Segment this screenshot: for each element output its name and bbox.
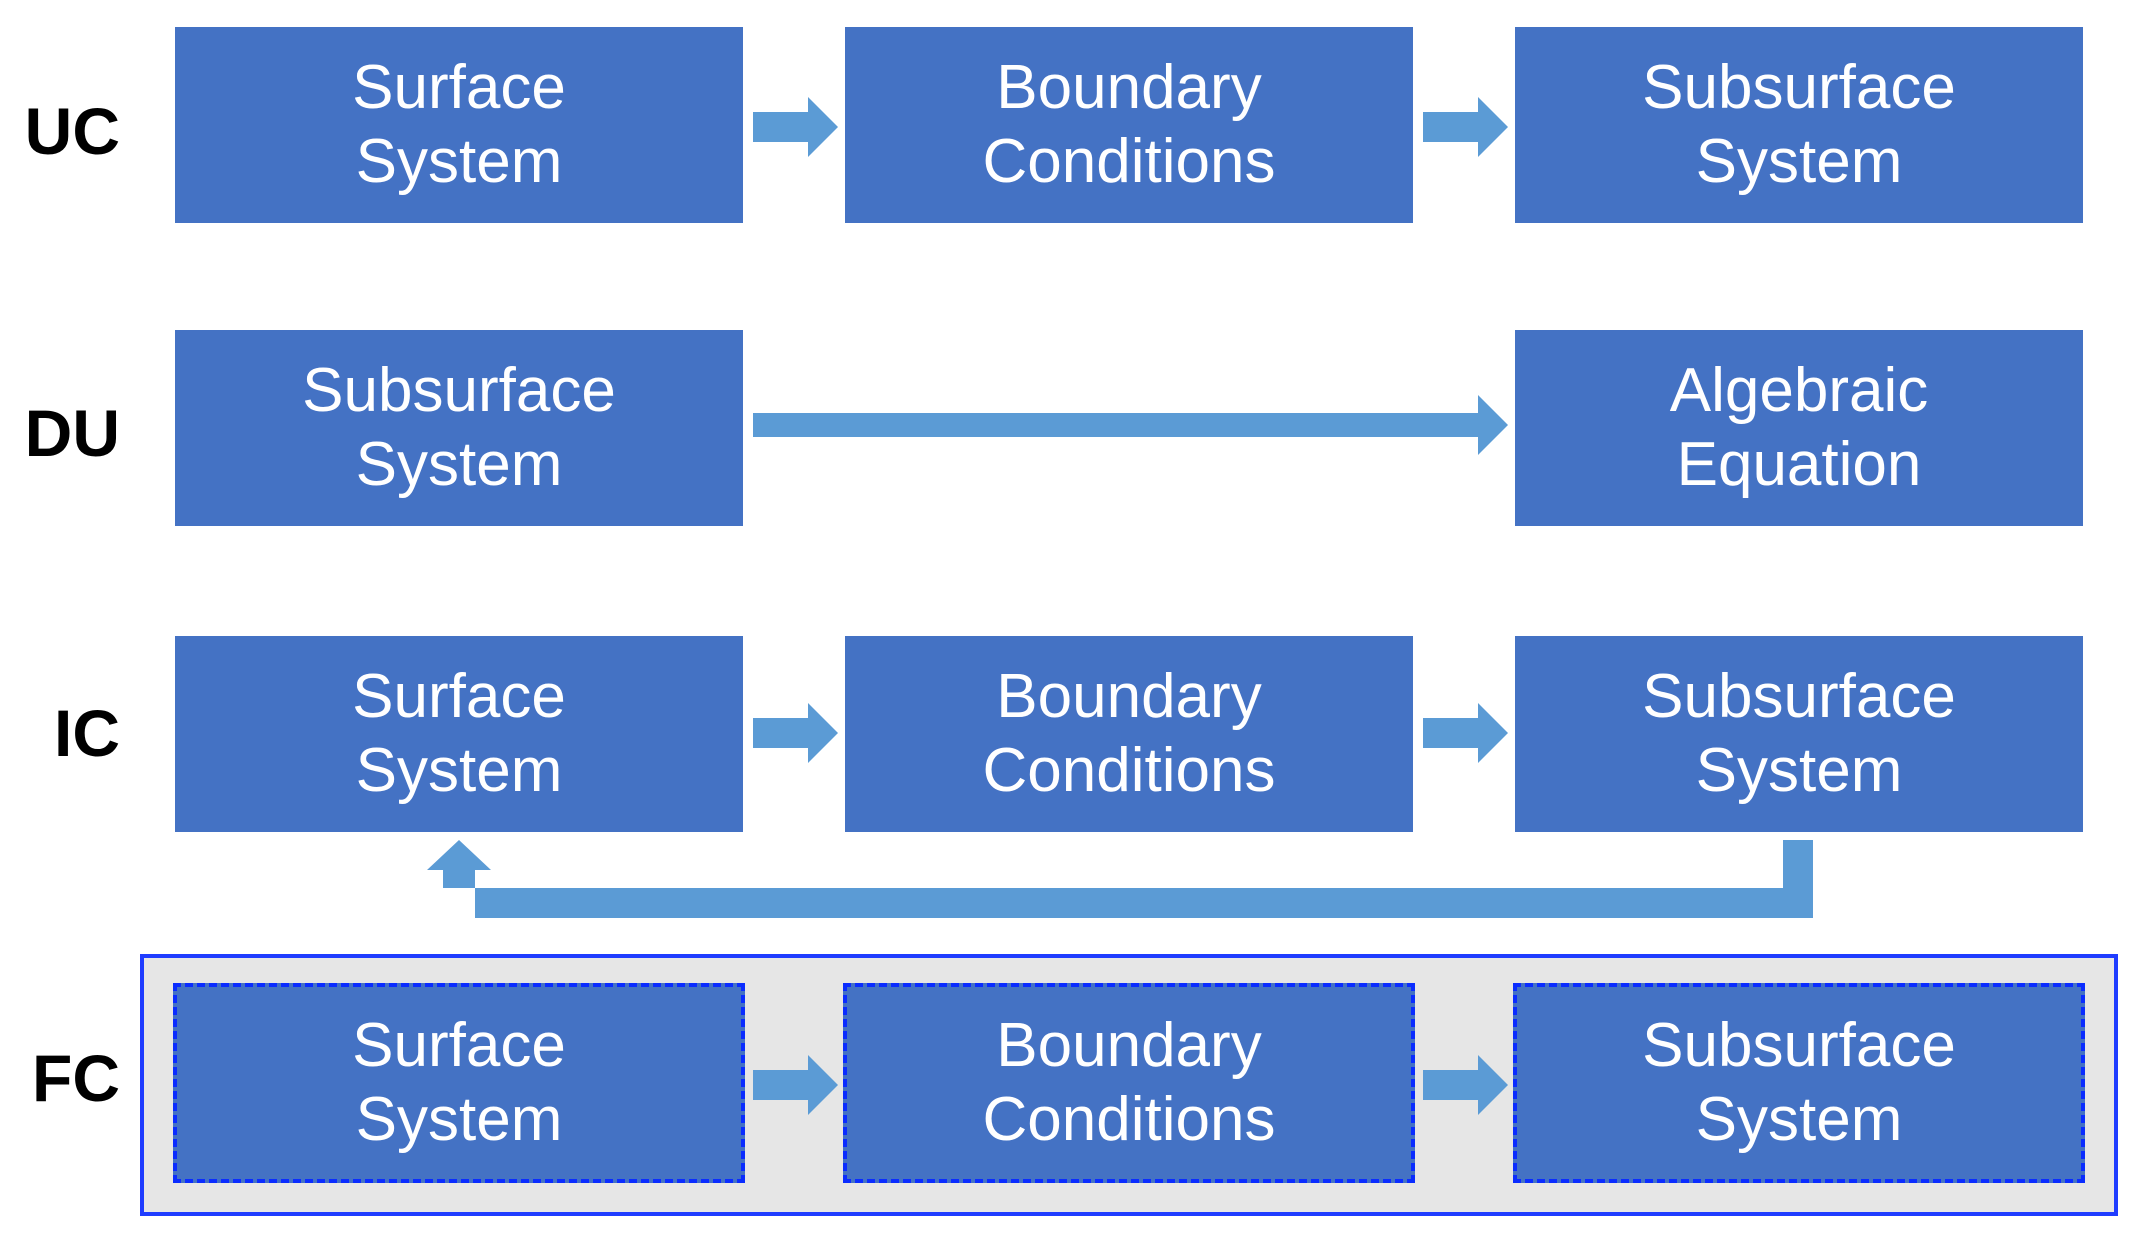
row-label-uc: UC bbox=[24, 94, 120, 168]
uc-arrow-2 bbox=[1423, 97, 1508, 157]
uc-subsurface-system-box: Subsurface System bbox=[1515, 27, 2083, 223]
fc-arrow-2 bbox=[1423, 1055, 1508, 1115]
box-line-1: Boundary bbox=[996, 662, 1262, 731]
box-line-2: System bbox=[355, 736, 563, 805]
box-line-1: Subsurface bbox=[1642, 1011, 1956, 1080]
box-line-2: Equation bbox=[1676, 430, 1922, 499]
ic-subsurface-system-box: Subsurface System bbox=[1515, 636, 2083, 832]
row-label-ic: IC bbox=[54, 696, 120, 770]
box-line-2: System bbox=[1695, 1085, 1903, 1154]
du-algebraic-equation-box: Algebraic Equation bbox=[1515, 330, 2083, 526]
box-line-1: Boundary bbox=[996, 1011, 1262, 1080]
fc-subsurface-system-box: Subsurface System bbox=[1513, 983, 2085, 1183]
box-line-1: Subsurface bbox=[302, 356, 616, 425]
box-line-1: Algebraic bbox=[1669, 356, 1929, 425]
box-line-2: System bbox=[1695, 127, 1903, 196]
uc-surface-system-box: Surface System bbox=[175, 27, 743, 223]
box-line-2: System bbox=[355, 430, 563, 499]
row-label-fc: FC bbox=[32, 1041, 120, 1115]
uc-boundary-conditions-box: Boundary Conditions bbox=[845, 27, 1413, 223]
box-line-1: Surface bbox=[352, 53, 566, 122]
fc-surface-system-box: Surface System bbox=[173, 983, 745, 1183]
fc-arrow-1 bbox=[753, 1055, 838, 1115]
box-line-2: System bbox=[355, 1085, 563, 1154]
du-subsurface-system-box: Subsurface System bbox=[175, 330, 743, 526]
box-line-2: Conditions bbox=[982, 736, 1276, 805]
fc-boundary-conditions-box: Boundary Conditions bbox=[843, 983, 1415, 1183]
ic-arrow-1 bbox=[753, 703, 838, 763]
box-line-2: System bbox=[355, 127, 563, 196]
box-line-1: Surface bbox=[352, 1011, 566, 1080]
ic-surface-system-box: Surface System bbox=[175, 636, 743, 832]
box-line-2: Conditions bbox=[982, 1085, 1276, 1154]
du-arrow bbox=[753, 395, 1508, 455]
ic-feedback-arrow bbox=[427, 840, 1813, 918]
ic-arrow-2 bbox=[1423, 703, 1508, 763]
ic-boundary-conditions-box: Boundary Conditions bbox=[845, 636, 1413, 832]
row-label-du: DU bbox=[24, 396, 120, 470]
box-line-1: Subsurface bbox=[1642, 53, 1956, 122]
box-line-2: System bbox=[1695, 736, 1903, 805]
box-line-1: Surface bbox=[352, 662, 566, 731]
box-line-2: Conditions bbox=[982, 127, 1276, 196]
box-line-1: Boundary bbox=[996, 53, 1262, 122]
box-line-1: Subsurface bbox=[1642, 662, 1956, 731]
uc-arrow-1 bbox=[753, 97, 838, 157]
